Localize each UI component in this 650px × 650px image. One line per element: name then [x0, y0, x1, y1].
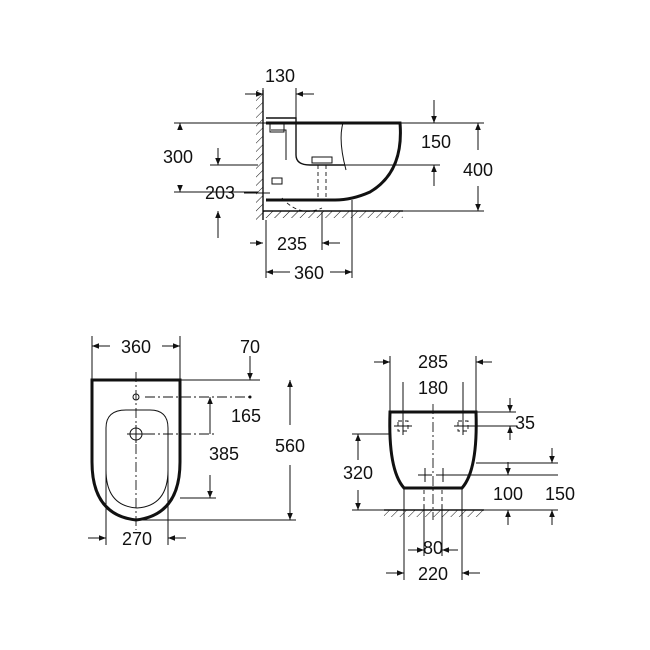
dim-80-label: 80 [423, 538, 443, 558]
upper-fixings [394, 417, 472, 435]
dim-360-label: 360 [294, 263, 324, 283]
dim-70-label: 70 [240, 337, 260, 357]
water-inlet [271, 177, 283, 185]
bidet-side-body [266, 121, 402, 202]
top-view: 360 70 165 385 560 270 [88, 336, 305, 549]
dim-150-label: 150 [421, 132, 451, 152]
dim-560-label: 560 [275, 436, 305, 456]
floor-hatch [263, 211, 403, 218]
dim-130-label: 130 [265, 66, 295, 86]
floor-hatch-front [384, 510, 484, 517]
dim-320-label: 320 [343, 463, 373, 483]
dim-35-label: 35 [515, 413, 535, 433]
side-view: 130 300 203 150 400 235 3 [163, 66, 493, 283]
dim-360-top-label: 360 [121, 337, 151, 357]
dim-180-label: 180 [418, 378, 448, 398]
dim-150-front-label: 150 [545, 484, 575, 504]
front-view: 285 180 35 320 100 150 80 [343, 352, 575, 584]
wall-hatch [256, 90, 263, 220]
bowl-rim [105, 409, 169, 509]
dim-203-label: 203 [205, 183, 235, 203]
tap-hole [311, 156, 333, 164]
carrier-frame [266, 117, 345, 166]
dim-300-label: 300 [163, 147, 193, 167]
dim-400-label: 400 [463, 160, 493, 180]
bowl-line [340, 122, 347, 171]
waste-pipe [317, 165, 327, 200]
dim-235-label: 235 [277, 234, 307, 254]
waste-trap [281, 197, 323, 212]
carrier-inner [271, 129, 287, 160]
dim-220-label: 220 [418, 564, 448, 584]
point-70 [248, 395, 252, 399]
dim-285-label: 285 [418, 352, 448, 372]
fixing-bracket [269, 123, 285, 133]
lower-inlets [418, 468, 450, 505]
dim-165-label: 165 [231, 406, 261, 426]
dim-100-label: 100 [493, 484, 523, 504]
dim-385-label: 385 [209, 444, 239, 464]
dim-270-label: 270 [122, 529, 152, 549]
